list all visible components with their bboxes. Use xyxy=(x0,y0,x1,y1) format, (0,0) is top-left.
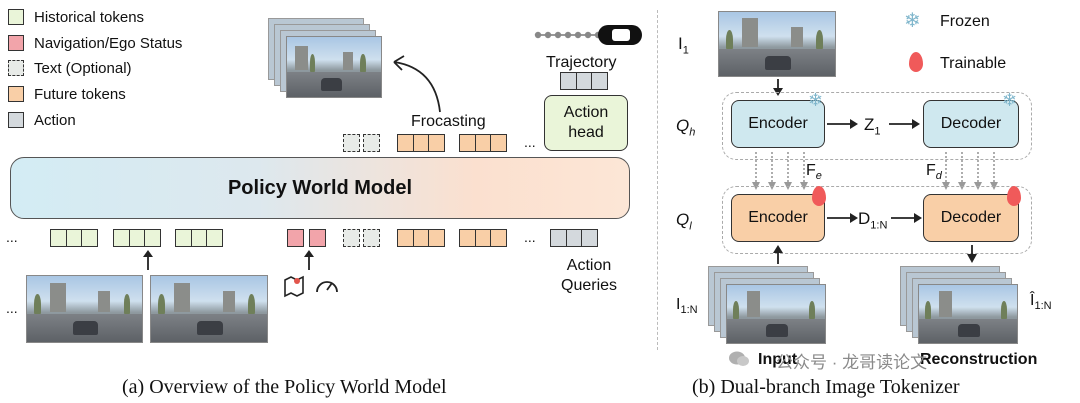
legend-item-action: Action xyxy=(8,109,76,131)
decoder-trainable: Decoder xyxy=(923,194,1019,242)
input-future-tokens-1 xyxy=(397,229,445,247)
qh-label: Qh xyxy=(676,116,696,139)
snowflake-icon: ❄ xyxy=(1002,90,1018,110)
historical-tokens-3 xyxy=(175,229,223,247)
speedometer-icon xyxy=(316,281,338,293)
legend-swatch-navigation xyxy=(8,35,24,51)
watermark: 公众号 · 龙哥读论文 xyxy=(776,353,928,372)
action-head: Action head xyxy=(544,95,628,151)
legend-label: Text (Optional) xyxy=(34,59,132,77)
reconstruction-image xyxy=(918,284,1018,344)
high-level-branch xyxy=(722,92,1032,160)
forecast-arrow xyxy=(393,55,441,113)
reconstruction-label: Reconstruction xyxy=(920,351,1038,368)
legend-label: Action xyxy=(34,111,76,129)
legend-item-future: Future tokens xyxy=(8,83,126,105)
trainable-label: Trainable xyxy=(940,55,1007,72)
right-arrow xyxy=(827,213,858,223)
policy-world-model: Policy World Model xyxy=(10,157,630,219)
ql-label: Ql xyxy=(676,210,692,233)
flame-icon xyxy=(812,186,826,206)
up-arrow xyxy=(773,245,783,264)
input-image xyxy=(726,284,826,344)
i1-label: I1 xyxy=(678,34,689,57)
encoder-label: Encoder xyxy=(748,209,808,226)
fd-label: Fd xyxy=(926,162,942,183)
map-pin-icon xyxy=(284,275,304,298)
low-level-branch xyxy=(722,186,1032,254)
ellipsis: ... xyxy=(6,229,18,245)
action-queries-label: Action Queries xyxy=(561,257,618,294)
up-arrow xyxy=(143,250,153,270)
frocasting-label: Frocasting xyxy=(411,113,486,130)
right-arrow xyxy=(889,119,920,129)
right-arrow xyxy=(827,119,858,129)
panel-divider xyxy=(657,10,658,350)
legend-swatch-action xyxy=(8,112,24,128)
historical-tokens-1 xyxy=(50,229,98,247)
policy-world-model-label: Policy World Model xyxy=(227,176,413,199)
caption-a: (a) Overview of the Policy World Model xyxy=(122,376,447,398)
output-future-tokens-2 xyxy=(459,134,507,152)
flame-icon xyxy=(1007,186,1021,206)
trajectory-tokens xyxy=(560,72,608,90)
caption-b: (b) Dual-branch Image Tokenizer xyxy=(692,376,960,398)
legend-swatch-text xyxy=(8,60,24,76)
z1-label: Z1 xyxy=(864,115,881,138)
legend-label: Navigation/Ego Status xyxy=(34,34,183,52)
trajectory-label: Trajectory xyxy=(546,54,617,71)
encoder-label: Encoder xyxy=(748,115,808,132)
encoder-trainable: Encoder xyxy=(731,194,825,242)
decoder-frozen: Decoder xyxy=(923,100,1019,148)
ellipsis: ... xyxy=(524,134,536,150)
input-text-tokens xyxy=(343,229,380,247)
d1n-label: D1:N xyxy=(858,209,888,232)
right-arrow xyxy=(891,213,922,223)
historical-tokens-2 xyxy=(113,229,161,247)
snowflake-icon: ❄ xyxy=(808,90,824,110)
action-query-tokens xyxy=(550,229,598,247)
ellipsis: ... xyxy=(6,300,18,316)
input-future-tokens-2 xyxy=(459,229,507,247)
decoder-label: Decoder xyxy=(940,209,1002,226)
legend-item-navigation: Navigation/Ego Status xyxy=(8,32,182,54)
wechat-icon xyxy=(729,351,749,366)
snowflake-icon: ❄ xyxy=(904,10,921,32)
navigation-tokens xyxy=(287,229,326,247)
legend-swatch-historical xyxy=(8,9,24,25)
legend-swatch-future xyxy=(8,86,24,102)
decoder-label: Decoder xyxy=(940,115,1002,132)
output-future-tokens-1 xyxy=(397,134,445,152)
encoder-frozen: Encoder xyxy=(731,100,825,148)
car-icon xyxy=(598,25,642,45)
flame-icon xyxy=(909,52,923,72)
i1-image xyxy=(718,11,836,77)
legend-item-historical: Historical tokens xyxy=(8,6,144,28)
history-image-2 xyxy=(150,275,268,343)
action-head-label: Action head xyxy=(563,104,609,141)
legend-item-text: Text (Optional) xyxy=(8,57,132,79)
forecast-image xyxy=(286,36,382,98)
legend-label: Historical tokens xyxy=(34,8,145,26)
up-arrow xyxy=(304,250,314,270)
i1n-label: I1:N xyxy=(676,296,698,317)
frozen-label: Frozen xyxy=(940,13,990,30)
down-arrow xyxy=(967,245,977,263)
ellipsis: ... xyxy=(524,229,536,245)
fe-label: Fe xyxy=(806,162,822,183)
history-image-1 xyxy=(26,275,143,343)
input-label: Input xyxy=(758,351,798,368)
output-text-tokens xyxy=(343,134,380,152)
legend-label: Future tokens xyxy=(34,85,126,103)
ihat1n-label: Î1:N xyxy=(1030,292,1052,313)
